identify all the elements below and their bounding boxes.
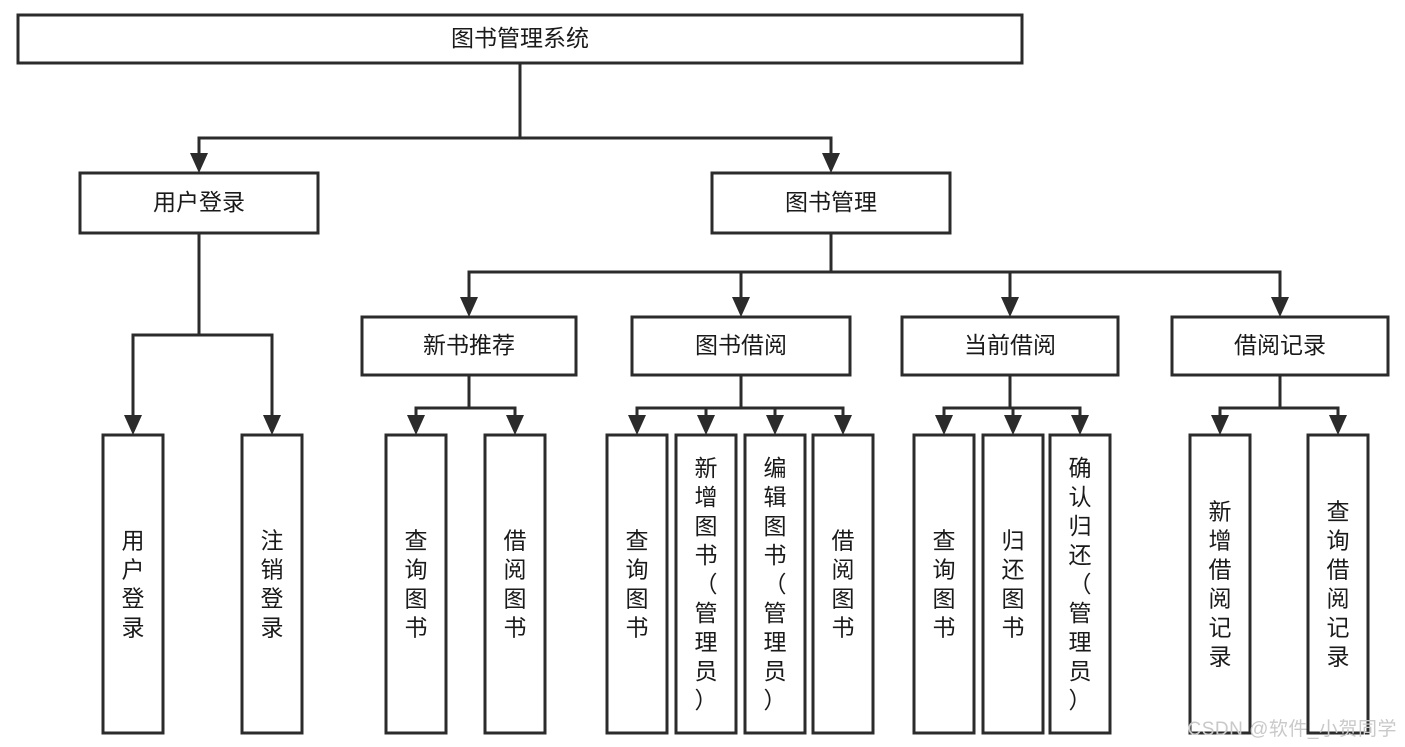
node-label-book-borrow: 图书借阅 — [695, 332, 787, 358]
node-box-current-borrow — [900, 315, 1120, 377]
node-box-new-book-rec — [360, 315, 578, 377]
connector-book-borrow-to-leaf-query-book-2 — [628, 375, 743, 435]
node-box-book-manage — [710, 171, 952, 235]
node-label-leaf-return-book: 归还图书 — [1002, 528, 1025, 641]
node-label-leaf-query-book-1: 查询图书 — [405, 528, 428, 641]
node-leaf-query-book-2[interactable]: 查询图书 — [605, 433, 669, 735]
node-label-new-book-rec: 新书推荐 — [423, 332, 515, 358]
node-borrow-record[interactable]: 借阅记录 — [1170, 315, 1390, 377]
node-box-leaf-add-book — [674, 433, 738, 735]
node-root[interactable]: 图书管理系统 — [16, 13, 1024, 65]
node-leaf-confirm-return[interactable]: 确认归还（管理员） — [1048, 433, 1112, 735]
node-label-leaf-borrow-book-1: 借阅图书 — [504, 528, 527, 641]
node-leaf-return-book[interactable]: 归还图书 — [981, 433, 1045, 735]
node-label-book-manage: 图书管理 — [785, 189, 877, 215]
connector-current-borrow-to-leaf-query-book-3 — [935, 375, 1012, 435]
node-box-leaf-borrow-book-2 — [811, 433, 875, 735]
node-leaf-borrow-book-1[interactable]: 借阅图书 — [483, 433, 547, 735]
node-box-borrow-record — [1170, 315, 1390, 377]
node-label-leaf-edit-book: 编辑图书（管理员） — [764, 455, 787, 713]
node-leaf-edit-book[interactable]: 编辑图书（管理员） — [743, 433, 807, 735]
connector-new-book-rec-to-leaf-query-book-1 — [407, 375, 471, 435]
node-label-root: 图书管理系统 — [451, 25, 589, 51]
node-leaf-user-login[interactable]: 用户登录 — [101, 433, 165, 735]
node-box-leaf-query-book-1 — [384, 433, 448, 735]
node-label-leaf-confirm-return: 确认归还（管理员） — [1069, 455, 1092, 713]
connector-book-manage-to-current-borrow — [829, 233, 1019, 317]
node-box-leaf-borrow-book-1 — [483, 433, 547, 735]
connector-user-login-to-leaf-logout — [197, 233, 281, 435]
node-current-borrow[interactable]: 当前借阅 — [900, 315, 1120, 377]
connector-borrow-record-to-leaf-query-record — [1278, 375, 1347, 435]
connectors-layer — [124, 63, 1347, 435]
node-book-borrow[interactable]: 图书借阅 — [630, 315, 852, 377]
node-label-leaf-query-book-3: 查询图书 — [933, 528, 956, 641]
node-user-login[interactable]: 用户登录 — [78, 171, 320, 235]
connector-current-borrow-to-leaf-confirm-return — [1008, 375, 1089, 435]
connector-new-book-rec-to-leaf-borrow-book-1 — [467, 375, 524, 435]
connector-book-borrow-to-leaf-add-book — [697, 375, 743, 435]
node-leaf-add-book[interactable]: 新增图书（管理员） — [674, 433, 738, 735]
node-label-user-login: 用户登录 — [153, 189, 245, 215]
connector-book-manage-to-new-book-rec — [460, 233, 833, 317]
node-box-leaf-add-record — [1188, 433, 1252, 735]
connector-root-to-user-login — [190, 63, 522, 173]
node-new-book-rec[interactable]: 新书推荐 — [360, 315, 578, 377]
node-box-leaf-query-book-3 — [912, 433, 976, 735]
connector-current-borrow-to-leaf-return-book — [1004, 375, 1022, 435]
node-leaf-borrow-book-2[interactable]: 借阅图书 — [811, 433, 875, 735]
connector-book-borrow-to-leaf-borrow-book-2 — [739, 375, 852, 435]
node-box-leaf-query-book-2 — [605, 433, 669, 735]
node-leaf-query-book-1[interactable]: 查询图书 — [384, 433, 448, 735]
connector-book-manage-to-borrow-record — [829, 233, 1289, 317]
connector-book-manage-to-book-borrow — [732, 233, 833, 317]
node-box-leaf-logout — [240, 433, 304, 735]
node-label-leaf-query-book-2: 查询图书 — [626, 528, 649, 641]
node-label-leaf-user-login: 用户登录 — [122, 528, 145, 641]
node-leaf-query-record[interactable]: 查询借阅记录 — [1306, 433, 1370, 735]
node-label-leaf-add-record: 新增借阅记录 — [1209, 499, 1232, 670]
connector-book-borrow-to-leaf-edit-book — [739, 375, 784, 435]
node-box-book-borrow — [630, 315, 852, 377]
node-box-leaf-user-login — [101, 433, 165, 735]
node-boxes-layer: 图书管理系统用户登录图书管理新书推荐图书借阅当前借阅借阅记录用户登录注销登录查询… — [16, 13, 1390, 735]
node-box-leaf-return-book — [981, 433, 1045, 735]
node-book-manage[interactable]: 图书管理 — [710, 171, 952, 235]
node-box-root — [16, 13, 1024, 65]
node-box-leaf-confirm-return — [1048, 433, 1112, 735]
node-label-current-borrow: 当前借阅 — [964, 332, 1056, 358]
connector-user-login-to-leaf-user-login — [124, 233, 201, 435]
node-label-leaf-logout: 注销登录 — [261, 528, 284, 641]
node-box-user-login — [78, 171, 320, 235]
node-label-leaf-borrow-book-2: 借阅图书 — [832, 528, 855, 641]
node-label-leaf-query-record: 查询借阅记录 — [1327, 499, 1350, 670]
node-box-leaf-query-record — [1306, 433, 1370, 735]
node-leaf-query-book-3[interactable]: 查询图书 — [912, 433, 976, 735]
node-leaf-logout[interactable]: 注销登录 — [240, 433, 304, 735]
node-leaf-add-record[interactable]: 新增借阅记录 — [1188, 433, 1252, 735]
node-label-leaf-add-book: 新增图书（管理员） — [695, 455, 718, 713]
connector-root-to-book-manage — [518, 63, 840, 173]
node-label-borrow-record: 借阅记录 — [1234, 332, 1326, 358]
connector-borrow-record-to-leaf-add-record — [1211, 375, 1282, 435]
node-box-leaf-edit-book — [743, 433, 807, 735]
